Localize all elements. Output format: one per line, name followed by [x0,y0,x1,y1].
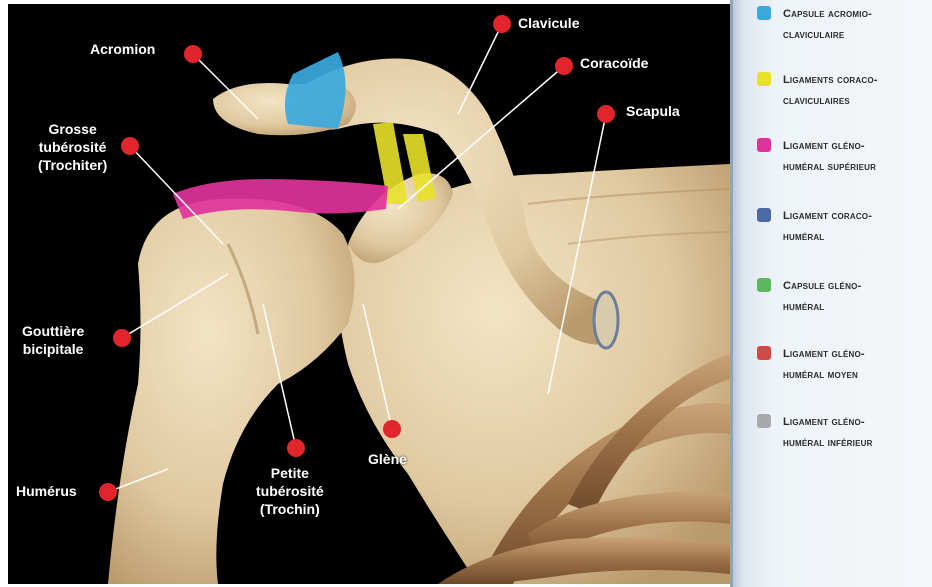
marker-petite-tuberosite [287,439,305,457]
label-line: (Trochin) [256,500,324,518]
label-humerus: Humérus [16,482,77,500]
legend-label: Ligament coraco- huméral [783,206,932,248]
legend-label: Ligament gléno- huméral inférieur [783,412,932,454]
label-glene-text: Glène [368,450,407,468]
legend-line: Capsule gléno- [783,276,932,297]
label-acromion: Acromion [90,40,155,58]
label-glene: Glène [368,450,407,468]
marker-gouttiere [113,329,131,347]
legend-swatch [757,346,771,360]
legend-swatch [757,138,771,152]
legend-swatch [757,414,771,428]
legend-swatch [757,72,771,86]
legend-swatch [757,278,771,292]
legend-line: huméral inférieur [783,433,932,454]
acromio-clavicular-capsule [285,52,346,129]
legend-label: Ligament gléno- huméral moyen [783,344,932,386]
legend-line: claviculaires [783,91,932,112]
legend-label: Capsule gléno- huméral [783,276,932,318]
marker-coracoide [555,57,573,75]
label-line: (Trochiter) [38,156,107,174]
label-acromion-text: Acromion [90,40,155,58]
marker-scapula [597,105,615,123]
label-line: tubérosité [256,482,324,500]
legend-line: Ligament coraco- [783,206,932,227]
legend-label: Ligament gléno- huméral supérieur [783,136,932,178]
legend-line: huméral [783,297,932,318]
label-line: tubérosité [38,138,107,156]
legend-line: Ligament gléno- [783,136,932,157]
legend-label: Capsule acromio- claviculaire [783,4,932,46]
legend-line: Capsule acromio- [783,4,932,25]
label-coracoide-text: Coracoïde [580,54,648,72]
label-scapula: Scapula [626,102,680,120]
legend-swatch [757,6,771,20]
legend-line: huméral [783,227,932,248]
humerus-bone [108,198,354,584]
legend-line: claviculaire [783,25,932,46]
label-humerus-text: Humérus [16,482,77,500]
legend-line: Ligament gléno- [783,412,932,433]
shoulder-illustration [8,4,730,584]
marker-humerus [99,483,117,501]
legend-line: Ligament gléno- [783,344,932,365]
marker-clavicule [493,15,511,33]
label-clavicule: Clavicule [518,14,579,32]
label-gouttiere-bicipitale: Gouttière bicipitale [22,322,84,358]
label-line: Grosse [38,120,107,138]
legend-line: Ligaments coraco- [783,70,932,91]
label-line: Gouttière [22,322,84,340]
label-clavicule-text: Clavicule [518,14,579,32]
legend-swatch [757,208,771,222]
marker-grosse-tuberosite [121,137,139,155]
anatomy-figure: Acromion Clavicule Coracoïde Scapula Gro… [8,4,730,584]
label-line: Petite [256,464,324,482]
label-line: bicipitale [22,340,84,358]
marker-glene [383,420,401,438]
label-grosse-tuberosite: Grosse tubérosité (Trochiter) [38,120,107,174]
label-scapula-text: Scapula [626,102,680,120]
legend-line: huméral supérieur [783,157,932,178]
legend-line: huméral moyen [783,365,932,386]
legend-label: Ligaments coraco- claviculaires [783,70,932,112]
label-petite-tuberosite: Petite tubérosité (Trochin) [256,464,324,518]
marker-acromion [184,45,202,63]
legend-panel: Capsule acromio- claviculaire Ligaments … [730,0,932,587]
label-coracoide: Coracoïde [580,54,648,72]
